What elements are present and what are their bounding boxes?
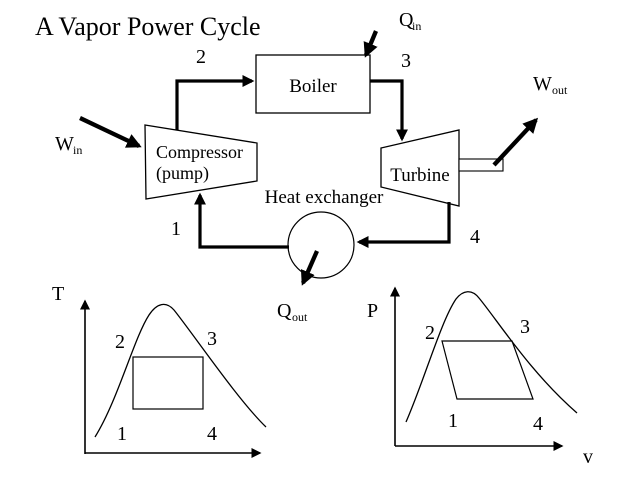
t-diagram: T 2 3 1 4 [52, 283, 267, 458]
compressor-label: Compressor [156, 142, 243, 162]
t-state-1-label: 1 [117, 423, 127, 445]
cycle-state-4-label: 4 [470, 226, 480, 248]
v-axis-label: v [583, 446, 593, 468]
pump-label: (pump) [156, 163, 209, 184]
p-diagram-saturation-dome [405, 291, 578, 423]
work-out-arrow-icon [492, 117, 539, 167]
cycle-state-2-label: 2 [196, 46, 206, 68]
heat-out-arrow-icon [300, 250, 319, 286]
t-diagram-cycle-rectangle [132, 356, 204, 410]
t-state-2-label: 2 [115, 331, 125, 353]
q-out-symbol: Q [277, 300, 292, 322]
p-diagram-cycle-trapezoid [441, 340, 534, 400]
turbine-shape [380, 129, 460, 207]
p-axis-label: P [367, 300, 378, 322]
t-diagram-saturation-dome [94, 303, 267, 438]
heat-exchanger-circle [287, 211, 355, 279]
cycle-state-3-label: 3 [401, 50, 411, 72]
turbine-label: Turbine [390, 165, 449, 186]
work-in-arrow-icon [79, 116, 142, 148]
heat-exchanger-label: Heat exchanger [265, 187, 384, 208]
pipe-compressor-to-boiler [175, 75, 255, 130]
t-axis-label: T [52, 283, 64, 305]
w-in-subscript: in [73, 143, 82, 157]
w-out-symbol: W [533, 73, 552, 95]
q-in-symbol: Q [399, 9, 414, 31]
pipe-boiler-to-turbine [370, 79, 408, 142]
w-out-subscript: out [552, 83, 568, 97]
heat-in-arrow-icon [363, 30, 378, 58]
t-state-4-label: 4 [207, 423, 217, 445]
pipe-heat-exchanger-to-compressor [194, 192, 289, 249]
cycle-schematic: Boiler Compressor (pump) Turbine Heat ex… [55, 9, 568, 324]
p-state-3-label: 3 [520, 316, 530, 338]
w-in-symbol: W [55, 133, 74, 155]
boiler-box [255, 54, 371, 114]
turbine-shaft [458, 158, 504, 172]
slide-title: A Vapor Power Cycle [35, 12, 261, 41]
p-v-diagram: P v 2 3 1 4 [367, 286, 593, 468]
p-state-1-label: 1 [448, 410, 458, 432]
pipe-turbine-to-heat-exchanger [356, 202, 451, 248]
p-state-2-label: 2 [425, 322, 435, 344]
t-state-3-label: 3 [207, 328, 217, 350]
p-state-4-label: 4 [533, 413, 543, 435]
cycle-state-1-label: 1 [171, 218, 181, 240]
q-out-subscript: out [292, 310, 308, 324]
boiler-label: Boiler [289, 76, 337, 97]
compressor-shape [144, 124, 258, 200]
q-in-subscript: in [412, 19, 421, 33]
